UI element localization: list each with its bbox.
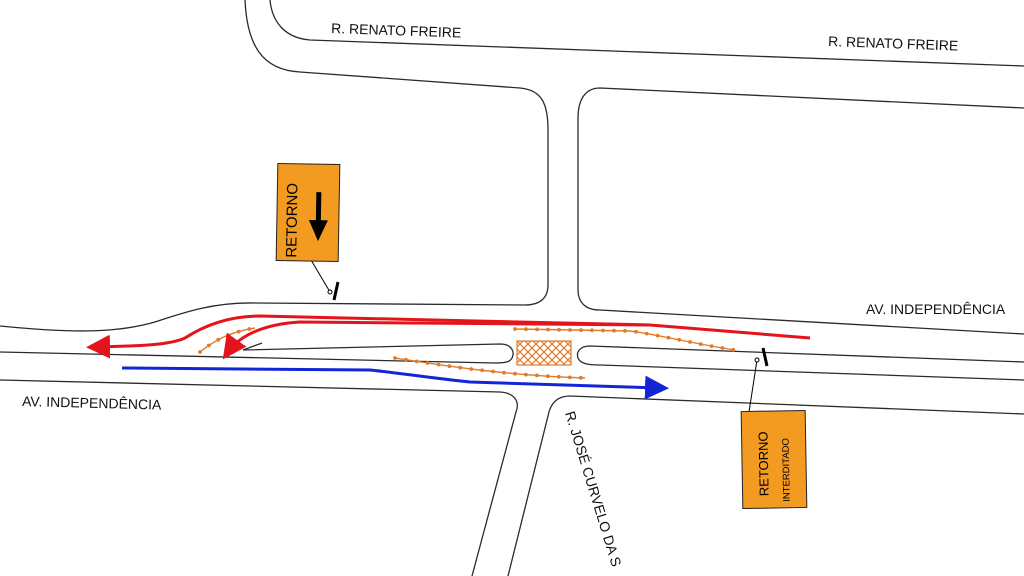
traffic-cone	[404, 357, 408, 362]
detour-line-main	[86, 314, 811, 359]
retorno-sign-label: RETORNO	[283, 183, 301, 258]
retorno-post-bar	[332, 281, 340, 301]
curb-bottom-right-block	[507, 395, 1024, 576]
traffic-cone	[612, 328, 616, 333]
interditado-leader-line	[748, 359, 758, 413]
retorno-sign-board	[275, 162, 341, 263]
traffic-cone	[425, 361, 430, 365]
traffic-cone	[644, 331, 649, 336]
traffic-cone	[458, 365, 463, 370]
traffic-cone	[226, 333, 231, 337]
cone-dots	[198, 327, 736, 380]
traffic-cone	[579, 328, 583, 332]
traffic-cone	[709, 344, 714, 348]
through-route	[121, 366, 669, 400]
traffic-cone	[655, 333, 660, 338]
traffic-cone	[731, 347, 736, 352]
street-label-renato-freire-left: R. RENATO FREIRE	[331, 20, 462, 41]
cone-line-lower	[394, 357, 586, 379]
traffic-cone	[447, 364, 452, 369]
retorno-post-dot	[327, 289, 333, 295]
interditado-sign-line1: RETORNO	[756, 431, 772, 496]
traffic-cone	[502, 370, 506, 375]
retorno-sign: RETORNO	[275, 162, 341, 263]
traffic-cone	[623, 329, 627, 333]
interditado-sign-line2: INTERDITADO	[781, 438, 793, 502]
traffic-cone	[414, 359, 419, 364]
detour-line-return	[222, 320, 651, 360]
traffic-cone	[601, 328, 605, 333]
traffic-cone	[634, 329, 638, 334]
traffic-cone	[546, 374, 550, 379]
traffic-cone	[720, 346, 725, 350]
traffic-cone	[206, 343, 211, 348]
traffic-cone	[568, 328, 572, 332]
traffic-cone	[198, 350, 202, 354]
detour-route	[86, 314, 811, 360]
traffic-cone	[535, 327, 539, 332]
traffic-cone	[688, 340, 692, 344]
street-label-renato-freire-right: R. RENATO FREIRE	[828, 33, 959, 54]
curb-top-right-block	[577, 87, 1024, 335]
traffic-cone	[480, 368, 484, 373]
traffic-cone	[216, 337, 221, 342]
traffic-cone	[513, 327, 517, 331]
traffic-cone	[698, 342, 703, 346]
traffic-cone	[567, 375, 572, 380]
interditado-post-dot	[754, 357, 760, 363]
traffic-cone	[236, 329, 241, 334]
curb-median-west	[0, 343, 514, 364]
curb-bottom-left-block	[0, 379, 518, 576]
interditado-post-bar	[761, 347, 769, 367]
traffic-cone	[524, 372, 528, 377]
street-label-jose-curvelo: R. JOSÉ CURVELO DA S	[562, 409, 625, 568]
blocked-area	[516, 340, 572, 366]
sign-posts	[310, 259, 769, 413]
traffic-cone	[524, 327, 528, 332]
curb-median-east	[576, 345, 1024, 381]
traffic-cone	[535, 373, 539, 378]
street-label-av-independencia-right: AV. INDEPENDÊNCIA	[866, 301, 1006, 317]
traffic-cone	[677, 337, 682, 342]
street-label-av-independencia-left: AV. INDEPENDÊNCIA	[22, 393, 162, 413]
traffic-cone	[557, 327, 561, 332]
traffic-cone	[469, 367, 474, 371]
retorno-leader-line	[310, 259, 331, 293]
curb-top-left-block	[0, 0, 549, 332]
traffic-cone	[491, 369, 495, 374]
traffic-cone	[436, 362, 441, 367]
traffic-cones	[198, 327, 736, 380]
traffic-cone	[513, 371, 517, 376]
curb-renato-freire-north	[269, 0, 1024, 67]
traffic-cone	[666, 335, 671, 340]
curb-return-channel	[242, 342, 263, 351]
traffic-cone	[546, 327, 550, 332]
traffic-cone	[247, 327, 252, 331]
traffic-cone	[556, 374, 561, 379]
traffic-cone	[578, 375, 583, 380]
traffic-cone	[590, 328, 594, 333]
interditado-sign-board	[740, 409, 808, 510]
arrow-down-icon	[308, 192, 328, 242]
retorno-interditado-sign: RETORNO INTERDITADO	[740, 409, 808, 510]
traffic-cone	[393, 356, 397, 360]
